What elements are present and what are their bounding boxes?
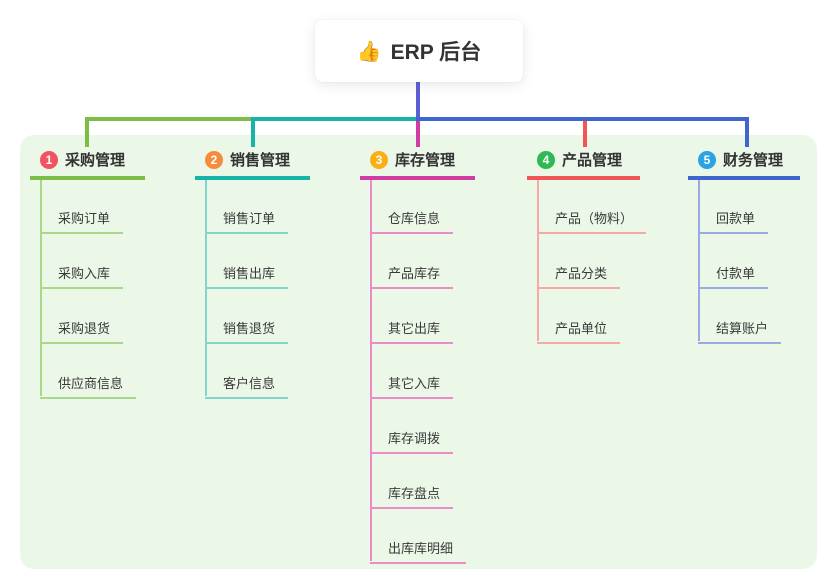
mindmap-panel <box>20 135 817 569</box>
branch-badge-icon: 3 <box>370 150 388 169</box>
child-node[interactable]: 产品单位 <box>537 315 621 344</box>
branch-label: 销售管理 <box>230 152 291 169</box>
branch-badge-icon: 1 <box>40 150 58 169</box>
trunk-segment-teal <box>251 117 420 121</box>
branch-label: 财务管理 <box>723 152 784 169</box>
child-node[interactable]: 库存盘点 <box>370 480 454 509</box>
branch-1: 1 采购管理采购订单采购入库采购退货供应商信息 <box>30 147 145 399</box>
branch-4: 4 产品管理产品（物料） 产品分类产品单位 <box>527 147 647 344</box>
branch-label: 采购管理 <box>65 152 126 169</box>
child-node[interactable]: 采购退货 <box>40 315 124 344</box>
children-connector-line <box>698 180 700 341</box>
child-node[interactable]: 产品库存 <box>370 260 454 289</box>
branch-badge-icon: 2 <box>205 150 223 169</box>
children-connector-line <box>537 180 539 341</box>
branch-node-5[interactable]: 5 财务管理 <box>688 147 800 180</box>
branch-drop-line-5 <box>745 117 749 147</box>
branch-badge-icon: 4 <box>537 150 555 169</box>
branch-3: 3 库存管理仓库信息产品库存其它出库其它入库库存调拨库存盘点出库库明细 <box>360 147 475 564</box>
child-node[interactable]: 库存调拨 <box>370 425 454 454</box>
branch-node-3[interactable]: 3 库存管理 <box>360 147 475 180</box>
branch-drop-line-4 <box>583 117 587 147</box>
branch-drop-line-3 <box>416 117 420 147</box>
child-node[interactable]: 出库库明细 <box>370 535 467 564</box>
child-node[interactable]: 销售退货 <box>205 315 289 344</box>
child-node[interactable]: 付款单 <box>698 260 769 289</box>
child-node[interactable]: 回款单 <box>698 205 769 234</box>
thumbs-up-icon: 👍 <box>356 40 382 63</box>
child-node[interactable]: 采购订单 <box>40 205 124 234</box>
branch-node-2[interactable]: 2 销售管理 <box>195 147 310 180</box>
children-connector-line <box>370 180 372 561</box>
child-node[interactable]: 采购入库 <box>40 260 124 289</box>
child-node[interactable]: 产品（物料） <box>537 205 647 234</box>
branch-node-4[interactable]: 4 产品管理 <box>527 147 640 180</box>
root-node-erp-backend[interactable]: 👍 ERP 后台 <box>315 20 523 82</box>
branch-drop-line-2 <box>251 117 255 147</box>
child-node[interactable]: 其它入库 <box>370 370 454 399</box>
child-node[interactable]: 其它出库 <box>370 315 454 344</box>
child-node[interactable]: 供应商信息 <box>40 370 137 399</box>
branch-2: 2 销售管理销售订单销售出库销售退货客户信息 <box>195 147 310 399</box>
trunk-segment-green <box>85 117 255 121</box>
child-node[interactable]: 客户信息 <box>205 370 289 399</box>
branch-label: 产品管理 <box>562 152 623 169</box>
child-node[interactable]: 销售订单 <box>205 205 289 234</box>
child-node[interactable]: 结算账户 <box>698 315 782 344</box>
child-node[interactable]: 仓库信息 <box>370 205 454 234</box>
child-node[interactable]: 产品分类 <box>537 260 621 289</box>
branch-node-1[interactable]: 1 采购管理 <box>30 147 145 180</box>
branch-badge-icon: 5 <box>698 150 716 169</box>
trunk-segment-blue <box>416 117 749 121</box>
root-node-label: ERP 后台 <box>390 41 482 64</box>
branch-drop-line-1 <box>85 117 89 147</box>
child-node[interactable]: 销售出库 <box>205 260 289 289</box>
root-stem-line <box>416 82 420 121</box>
branch-label: 库存管理 <box>395 152 456 169</box>
branch-5: 5 财务管理回款单付款单结算账户 <box>688 147 800 344</box>
